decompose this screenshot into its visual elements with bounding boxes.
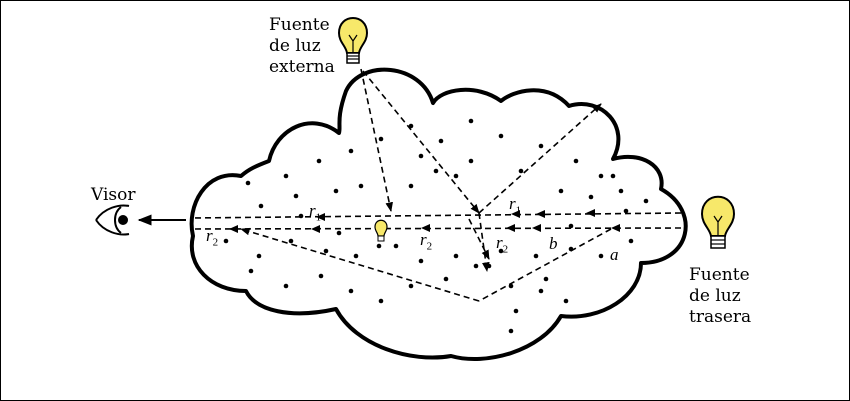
particle-dot (288, 238, 294, 244)
particle-dot (418, 258, 424, 264)
particle-dot (348, 148, 354, 154)
ray-back-lower (190, 227, 682, 230)
particle-dot (323, 248, 329, 254)
particle-dot (623, 208, 629, 214)
particle-dot (353, 253, 359, 259)
symbol-r2-left: r2 (206, 226, 219, 249)
particle-dot (376, 243, 382, 249)
symbol-r1-left: r1 (309, 201, 322, 224)
cloud-outline (189, 67, 688, 361)
particle-dot (618, 188, 624, 194)
particle-dot (533, 253, 539, 259)
particle-dot (438, 138, 444, 144)
ray-external-1 (360, 68, 393, 212)
back-source-line-1: Fuente (689, 265, 750, 285)
particle-dot (378, 298, 384, 304)
back-light-bulb-icon (700, 195, 736, 249)
particle-dot (468, 118, 474, 124)
particle-dots (223, 118, 649, 334)
ray-external-3 (478, 103, 602, 214)
particle-dot (408, 183, 414, 189)
viewer-label: Visor (91, 185, 136, 205)
ray-scatter-1 (478, 228, 612, 302)
particle-dot (293, 193, 299, 199)
external-source-line-2: de luz (269, 36, 321, 56)
symbol-r2-right: r2 (496, 233, 509, 256)
particle-dot (283, 283, 289, 289)
particle-dot (598, 253, 604, 259)
particle-dot (643, 198, 649, 204)
particle-dot (486, 263, 492, 269)
particle-dot (336, 230, 342, 236)
particle-dot (418, 153, 424, 159)
particle-dot (563, 298, 569, 304)
particle-dot (223, 238, 229, 244)
particle-dot (248, 268, 254, 274)
particle-dot (256, 253, 262, 259)
particle-dot (348, 288, 354, 294)
symbol-r2-center: r2 (420, 230, 433, 253)
particle-dot (393, 243, 399, 249)
particle-dot (543, 276, 549, 282)
particle-dot (333, 188, 339, 194)
particle-dot (245, 180, 251, 186)
particle-dot (568, 223, 574, 229)
particle-dot (538, 143, 544, 149)
point-b-label: b (549, 234, 558, 253)
back-source-line-3: trasera (689, 307, 752, 327)
particle-dot (558, 188, 564, 194)
particle-dot (378, 136, 384, 142)
particle-dot (358, 183, 364, 189)
back-source-line-2: de luz (689, 286, 741, 306)
ray-external-2 (362, 70, 480, 214)
external-source-line-1: Fuente (269, 15, 330, 35)
ray-back-upper (190, 212, 682, 219)
particle-dot (473, 263, 479, 269)
particle-dot (316, 158, 322, 164)
ray-arrowheads (229, 209, 620, 233)
particle-dot (468, 158, 474, 164)
particle-dot (318, 273, 324, 279)
particle-dot (588, 194, 594, 200)
particle-dot (598, 173, 604, 179)
particle-dot (443, 276, 449, 282)
particle-dot (610, 173, 616, 179)
particle-dot (258, 203, 264, 209)
particle-dot (513, 308, 519, 314)
ray-scatter-2 (240, 227, 480, 302)
particle-dot (628, 238, 634, 244)
particle-dot (453, 253, 459, 259)
particle-dot (498, 248, 504, 254)
particle-dot (283, 173, 289, 179)
eye-icon (95, 204, 130, 236)
particle-dot (573, 158, 579, 164)
particle-dot (498, 133, 504, 139)
particle-dot (508, 328, 514, 334)
particle-dot (453, 173, 459, 179)
symbol-r1-right: r1 (509, 194, 522, 217)
point-a-label: a (610, 245, 619, 264)
particle-dot (518, 168, 524, 174)
particle-dot (408, 283, 414, 289)
external-source-line-3: externa (269, 57, 335, 77)
external-light-bulb-icon (337, 17, 369, 64)
particle-dot (433, 168, 439, 174)
particle-dot (538, 288, 544, 294)
internal-light-bulb-icon (374, 219, 388, 242)
ray-external-5 (468, 218, 490, 260)
